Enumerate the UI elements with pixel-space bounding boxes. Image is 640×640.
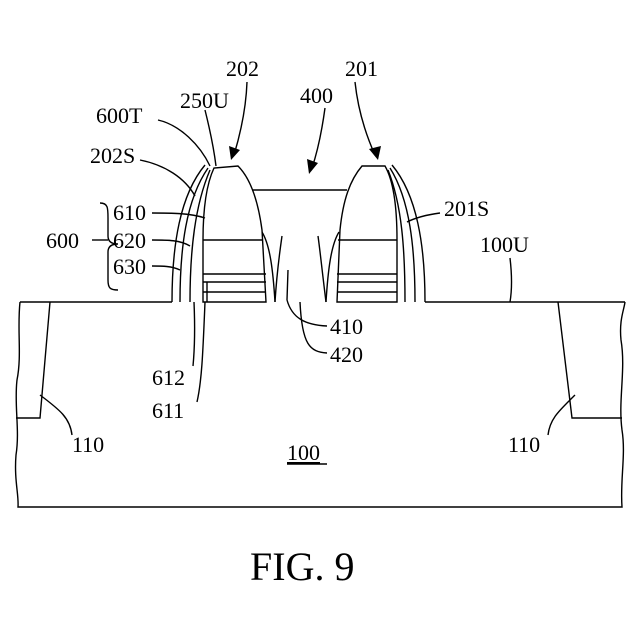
label-202S: 202S [90,143,135,168]
gate-structure-201 [326,165,425,302]
fill-410 [275,236,282,302]
label-620: 620 [113,228,146,253]
label-612: 612 [152,365,185,390]
label-611: 611 [152,398,184,423]
label-100U: 100U [480,232,529,257]
label-600T: 600T [96,103,143,128]
label-410: 410 [330,314,363,339]
label-400: 400 [300,83,333,108]
label-610: 610 [113,200,146,225]
reference-labels: 202 201 400 600T 250U 202S 610 600 620 6… [46,56,540,465]
isolation-region-right [558,302,622,418]
fill-420 [318,236,326,302]
label-630: 630 [113,254,146,279]
label-202: 202 [226,56,259,81]
label-100: 100 [287,440,320,465]
label-201S: 201S [444,196,489,221]
label-110-left: 110 [72,432,104,457]
substrate-100 [16,302,625,507]
figure-caption: FIG. 9 [250,544,354,589]
label-110-right: 110 [508,432,540,457]
label-600: 600 [46,228,79,253]
label-201: 201 [345,56,378,81]
label-420: 420 [330,342,363,367]
label-250U: 250U [180,88,229,113]
isolation-region-left [16,302,50,418]
